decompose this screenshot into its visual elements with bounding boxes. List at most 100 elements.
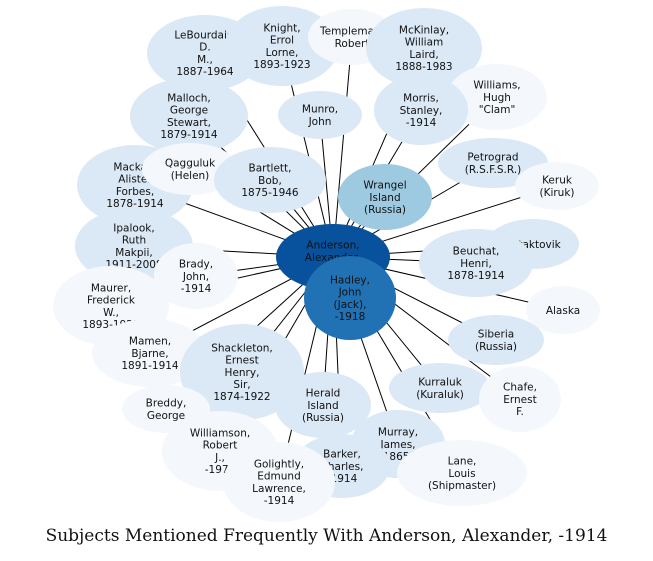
node-bubble [304, 256, 396, 340]
node-mckinlay-label-line: McKinlay, [399, 25, 449, 37]
node-keruk[interactable]: Keruk(Kiruk) [515, 162, 599, 210]
node-williamson-label-line: Robert [203, 440, 238, 452]
node-bubble [154, 243, 238, 309]
node-chafe-label-line: F. [516, 406, 524, 418]
node-morris-label-line: -1914 [406, 117, 437, 129]
node-bubble [338, 164, 432, 230]
node-malloch-label-line: Stewart, [167, 117, 211, 129]
node-williams-label-line: Hugh [483, 92, 511, 104]
node-qagguluk-label-line: Qagguluk [165, 158, 216, 170]
node-lebourdais-label-line: LeBourdais, [174, 30, 235, 42]
node-breddy-label-line: George [147, 410, 185, 422]
node-bubble [180, 324, 304, 420]
node-morris-label-line: Stanley, [400, 105, 443, 117]
node-knight-label-line: 1893-1923 [253, 59, 310, 71]
node-kurraluk-label-line: (Kuraluk) [416, 389, 464, 401]
node-mamen[interactable]: Mamen,Bjarne,1891-1914 [92, 319, 208, 387]
node-hadley-label-line: -1918 [335, 311, 366, 323]
node-knight-label-line: Knight, [263, 23, 300, 35]
node-knight-label-line: Errol [270, 35, 294, 47]
node-bubble [214, 147, 326, 213]
node-munro-label-line: John [308, 116, 332, 128]
node-bubble [130, 78, 248, 154]
node-barker-label-line: Barker, [323, 449, 361, 461]
node-morris-label-line: Morris, [403, 93, 439, 105]
node-brady-label-line: John, [182, 271, 209, 283]
node-mamen-label-line: Mamen, [129, 336, 171, 348]
node-williams[interactable]: Williams,Hugh"Clam" [447, 64, 547, 130]
node-bubble [374, 75, 468, 145]
node-bartlett[interactable]: Bartlett,Bob,1875-1946 [214, 147, 326, 213]
node-shackleton-label-line: Henry, [225, 367, 260, 379]
node-ipalook-label-line: Ruth [122, 235, 146, 247]
node-ipalook-label-line: Makpii, [115, 247, 152, 259]
node-bubble [366, 8, 482, 88]
node-golightly-label-line: Edmund [257, 471, 301, 483]
node-herald-label-line: (Russia) [302, 412, 344, 424]
node-chafe-label-line: Chafe, [503, 382, 537, 394]
node-bubble [447, 64, 547, 130]
node-siberia[interactable]: Siberia(Russia) [448, 315, 544, 365]
node-keruk-label-line: Keruk [542, 175, 573, 187]
node-golightly-label-line: Lawrence, [252, 483, 306, 495]
node-bubble [419, 229, 533, 297]
node-kurraluk[interactable]: Kurraluk(Kuraluk) [389, 363, 491, 413]
node-hadley-label-line: John [338, 287, 362, 299]
node-wrangel-label-line: Island [369, 192, 400, 204]
node-maurer-label-line: Frederick [87, 295, 136, 307]
node-brady[interactable]: Brady,John,-1914 [154, 243, 238, 309]
node-malloch-label-line: 1879-1914 [160, 129, 218, 141]
node-chafe-label-line: Ernest [503, 394, 536, 406]
node-mackay-label-line: 1878-1914 [106, 198, 164, 210]
node-alaska[interactable]: Alaska [526, 286, 600, 334]
node-murray-label-line: Murray, [378, 427, 418, 439]
node-qagguluk-label-line: (Helen) [171, 170, 210, 182]
node-bartlett-label-line: Bartlett, [248, 163, 291, 175]
node-beuchat-label-line: Henri, [460, 258, 492, 270]
node-morris[interactable]: Morris,Stanley,-1914 [374, 75, 468, 145]
node-lane-label-line: (Shipmaster) [428, 480, 496, 492]
node-lane[interactable]: Lane,Louis(Shipmaster) [397, 440, 527, 506]
edge-templeman [332, 36, 353, 258]
node-malloch-label-line: George [170, 105, 208, 117]
node-bubble [479, 366, 561, 432]
node-templeman-label-line: Templeman, [319, 26, 384, 38]
node-beuchat[interactable]: Beuchat,Henri,1878-1914 [419, 229, 533, 297]
node-bubble [526, 286, 600, 334]
node-hadley[interactable]: Hadley,John(Jack),-1918 [304, 256, 396, 340]
node-bubble [397, 440, 527, 506]
node-ipalook-label-line: Ipalook, [113, 223, 154, 235]
node-bartlett-label-line: 1875-1946 [241, 187, 299, 199]
node-shackleton-label-line: Ernest [225, 355, 258, 367]
node-mckinlay-label-line: Laird, [409, 49, 438, 61]
node-herald-label-line: Island [307, 400, 338, 412]
node-wrangel-label-line: Wrangel [363, 180, 406, 192]
node-petrograd-label-line: (R.S.F.S.R.) [465, 164, 521, 176]
node-breddy-label-line: Breddy, [146, 398, 187, 410]
center-node-label-line: Anderson, [306, 240, 359, 252]
node-bubble [515, 162, 599, 210]
node-wrangel-label-line: (Russia) [364, 204, 406, 216]
node-templeman-label-line: Robert [335, 38, 370, 50]
node-bubble [142, 143, 238, 195]
node-brady-label-line: Brady, [179, 259, 213, 271]
node-golightly-label-line: Golightly, [254, 459, 304, 471]
node-brady-label-line: -1914 [181, 283, 212, 295]
node-shackleton-label-line: Sir, [233, 379, 250, 391]
node-munro-label-line: Munro, [302, 104, 338, 116]
node-maurer-label-line: Maurer, [91, 283, 131, 295]
node-williams-label-line: "Clam" [479, 104, 516, 116]
node-mackay-label-line: Forbes, [116, 186, 154, 198]
node-munro[interactable]: Munro,John [278, 91, 362, 139]
node-shackleton-label-line: 1874-1922 [213, 391, 270, 403]
node-qagguluk[interactable]: Qagguluk(Helen) [142, 143, 238, 195]
